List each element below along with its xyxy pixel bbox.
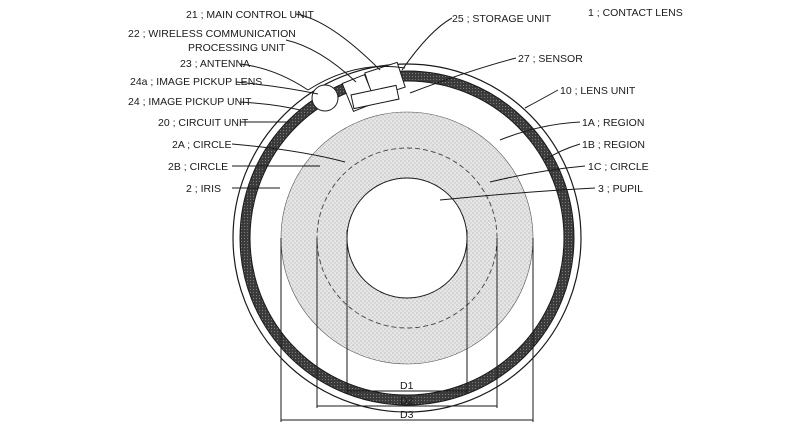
- sensor-block: [350, 84, 400, 110]
- label-circle-2b: 2B ; CIRCLE: [168, 161, 228, 173]
- label-circuit-unit: 20 ; CIRCUIT UNIT: [158, 117, 249, 129]
- label-image-pickup-lens: 24a ; IMAGE PICKUP LENS: [130, 76, 262, 88]
- image-pickup-lens-circle: [311, 84, 339, 112]
- label-wireless-comm-line1: 22 ; WIRELESS COMMUNICATION: [128, 28, 296, 40]
- label-iris: 2 ; IRIS: [186, 183, 221, 195]
- label-circle-1c: 1C ; CIRCLE: [588, 161, 649, 173]
- label-storage-unit: 25 ; STORAGE UNIT: [452, 13, 552, 25]
- dimension-lines: [280, 230, 534, 422]
- label-d2: D2: [400, 395, 414, 407]
- label-lens-unit: 10 ; LENS UNIT: [560, 85, 636, 97]
- label-d3: D3: [400, 409, 414, 421]
- antenna-arc: [307, 65, 406, 91]
- label-antenna: 23 ; ANTENNA: [180, 58, 250, 70]
- label-main-control-unit: 21 ; MAIN CONTROL UNIT: [186, 9, 315, 21]
- leader-lines: [231, 13, 596, 201]
- label-pupil: 3 ; PUPIL: [598, 183, 643, 195]
- label-sensor: 27 ; SENSOR: [518, 53, 583, 65]
- pupil: [346, 177, 468, 299]
- label-d1: D1: [400, 380, 414, 392]
- label-circle-2a: 2A ; CIRCLE: [172, 139, 232, 151]
- label-image-pickup-unit: 24 ; IMAGE PICKUP UNIT: [128, 96, 252, 108]
- label-wireless-comm-line2: PROCESSING UNIT: [188, 42, 286, 54]
- label-region-1b: 1B ; REGION: [582, 139, 645, 151]
- label-contact-lens: 1 ; CONTACT LENS: [588, 7, 683, 19]
- label-region-1a: 1A ; REGION: [582, 117, 644, 129]
- circuit-unit-components: [307, 61, 406, 113]
